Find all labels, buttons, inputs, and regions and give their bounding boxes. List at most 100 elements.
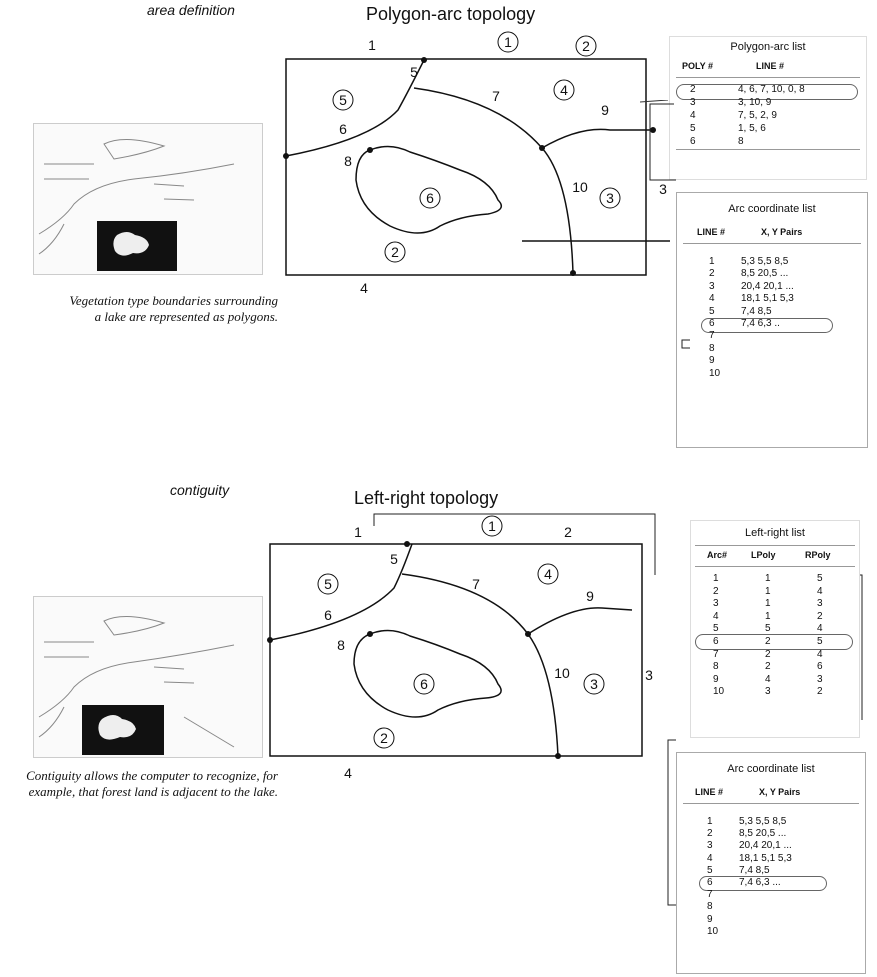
table-row: 4 7, 5, 2, 9 — [690, 110, 777, 121]
arc-6-5 — [269, 543, 413, 641]
lake-thumbnail — [82, 705, 164, 755]
arc-7-10 — [401, 573, 559, 757]
col-xy-pairs: X, Y Pairs — [759, 787, 801, 797]
highlight-oval — [699, 876, 827, 891]
highlight-oval — [701, 318, 833, 333]
col-lpoly: LPoly — [751, 550, 776, 560]
arc-8-lake — [355, 145, 503, 234]
vegetation-map-sketch — [38, 139, 235, 255]
table-row: 7 — [709, 330, 715, 342]
table-row: 7 — [707, 889, 713, 901]
vegetation-caption: Vegetation type boundaries surrounding a… — [69, 293, 278, 324]
arc-label-1: 1 — [354, 524, 362, 540]
poly-label-4: 4 — [560, 82, 568, 98]
map-frame — [269, 543, 643, 757]
col-xy-pairs: X, Y Pairs — [761, 227, 803, 237]
poly-label-2: 2 — [582, 38, 590, 54]
polygon-arc-list-panel: Polygon-arc list POLY # LINE # 2 4, 6, 7… — [669, 36, 867, 180]
table-row: 10 — [707, 925, 719, 937]
polygon-arc-topology-title: Polygon-arc topology — [366, 4, 536, 24]
arc-label-8: 8 — [344, 153, 352, 169]
arc-label-9: 9 — [601, 102, 609, 118]
arc-label-8: 8 — [337, 637, 345, 653]
arc-label-3: 3 — [645, 667, 653, 683]
highlight-oval — [676, 84, 858, 100]
poly-label-3: 3 — [606, 190, 614, 206]
arc-label-7: 7 — [492, 88, 500, 104]
lake-thumbnail — [97, 221, 177, 271]
arc-label-1: 1 — [368, 37, 376, 53]
poly-label-2b: 2 — [391, 244, 399, 260]
poly-label-1: 1 — [504, 34, 512, 50]
poly-label-5: 5 — [339, 92, 347, 108]
arc-9 — [527, 607, 633, 635]
col-line-num: LINE # — [697, 227, 726, 237]
arc-label-6: 6 — [339, 121, 347, 137]
polygon-arc-rows: 2 4, 6, 7, 10, 0, 8 3 3, 10, 9 4 7, 5, 2… — [676, 84, 860, 150]
lake-shape — [113, 232, 149, 256]
table-row: 6 8 — [676, 136, 860, 150]
polygon-arc-diagram: 1 2 5 4 6 3 2 1 5 7 9 6 8 10 3 4 — [283, 31, 670, 296]
poly-label-6: 6 — [426, 190, 434, 206]
poly-label-2: 2 — [380, 730, 388, 746]
section-label-area-definition: area definition — [147, 2, 235, 18]
contiguity-caption: Contiguity allows the computer to recogn… — [26, 768, 278, 799]
polygon-arc-list-title: Polygon-arc list — [730, 41, 806, 53]
left-right-diagram: 1 5 4 6 3 2 1 2 5 7 9 6 8 10 3 4 — [267, 515, 653, 781]
table-row: 8 — [707, 901, 713, 913]
col-arc: Arc# — [707, 550, 728, 560]
map-frame — [285, 58, 647, 276]
arc-label-7: 7 — [472, 576, 480, 592]
arc-coordinate-list-title: Arc coordinate list — [728, 203, 816, 215]
left-right-topology-title: Left-right topology — [354, 488, 499, 508]
col-rpoly: RPoly — [805, 550, 831, 560]
arc-label-5: 5 — [410, 64, 418, 80]
arc-9 — [541, 128, 653, 149]
highlight-oval — [695, 634, 853, 650]
contiguity-map-thumbnail — [33, 596, 263, 758]
table-row: 8 — [709, 342, 715, 354]
lake-shape — [98, 715, 136, 740]
arc-label-9: 9 — [586, 588, 594, 604]
poly-label-3: 3 — [590, 676, 598, 692]
arc-coordinate-list-title: Arc coordinate list — [727, 763, 815, 775]
left-right-list-title: Left-right list — [745, 527, 805, 539]
vegetation-map-thumbnail — [33, 123, 263, 275]
table-row: 2 4, 6, 7, 10, 0, 8 — [690, 84, 805, 95]
poly-label-5: 5 — [324, 576, 332, 592]
arc-label-10: 10 — [554, 665, 570, 681]
arc-label-5: 5 — [390, 551, 398, 567]
contiguity-map-sketch — [38, 616, 235, 748]
poly-label-1: 1 — [488, 518, 496, 534]
table-row: 3 3, 10, 9 — [690, 97, 772, 108]
arc-label-10: 10 — [572, 179, 588, 195]
table-row: 5 1, 5, 6 — [690, 123, 766, 134]
col-line: LINE # — [756, 61, 785, 71]
